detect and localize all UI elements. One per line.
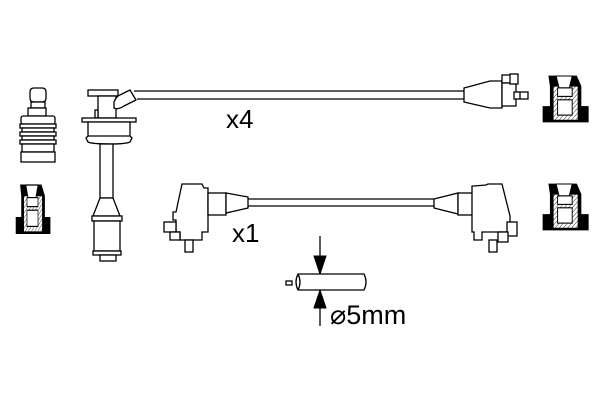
short-cable-x1 (248, 198, 434, 207)
long-lead-quantity-label: x4 (226, 104, 254, 134)
coil-lead-left-connector (163, 183, 249, 253)
short-lead-quantity-label: x1 (232, 218, 260, 248)
spark-plug-terminal (19, 87, 57, 163)
coil-on-plug-lead (81, 89, 137, 262)
cable-diameter-illustration (285, 236, 367, 326)
boot-cap-right-top (542, 75, 589, 123)
distributor-connector (463, 73, 529, 109)
cable-diameter-label: ⌀5mm (330, 300, 407, 330)
coil-lead-right-connector (433, 183, 518, 253)
boot-cap-right-middle (542, 183, 589, 231)
boot-cap-left (15, 184, 51, 235)
long-cable-x4 (134, 90, 464, 100)
